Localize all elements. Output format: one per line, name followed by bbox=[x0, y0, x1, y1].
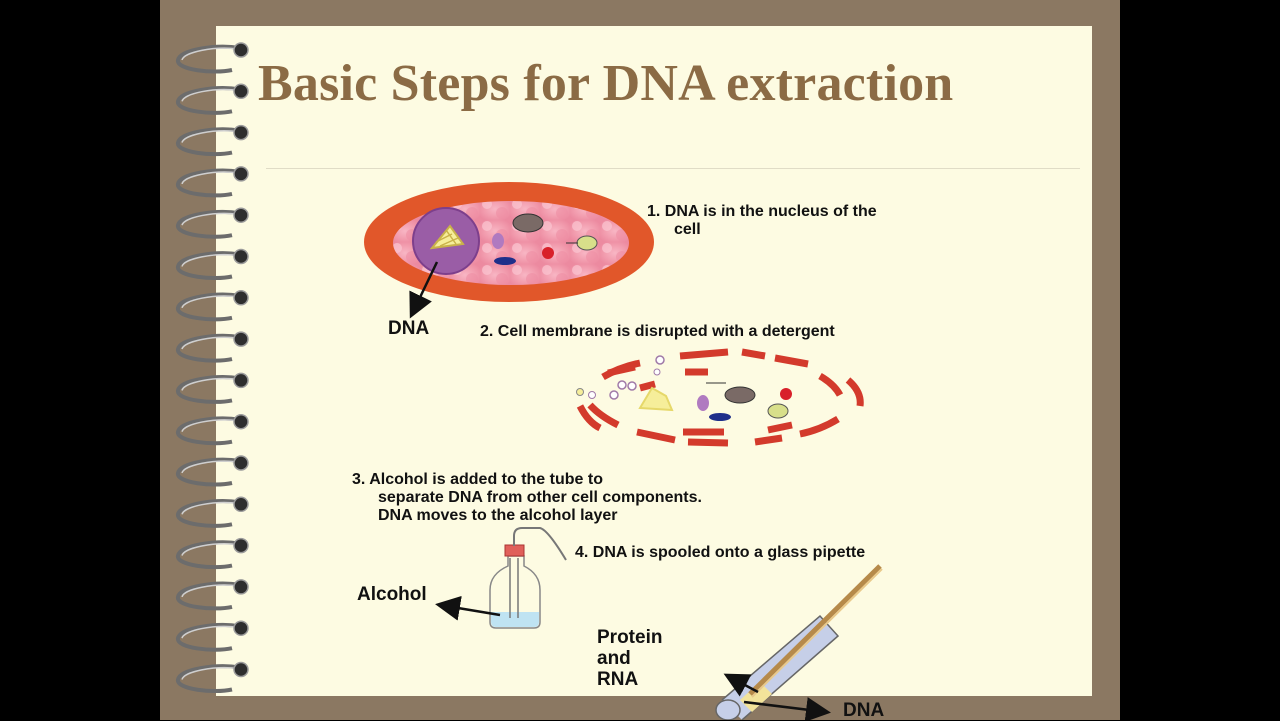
spiral-ring-highlight bbox=[181, 377, 239, 391]
dna-label-cell: DNA bbox=[388, 318, 430, 339]
step-3-line-3: DNA moves to the alcohol layer bbox=[378, 507, 618, 524]
step-1-text: 1. DNA is in the nucleus of the cell bbox=[647, 203, 877, 239]
disrupted-cell bbox=[576, 348, 864, 447]
binding-hole bbox=[233, 124, 249, 141]
binding-hole bbox=[233, 496, 249, 513]
spiral-ring-highlight bbox=[181, 212, 239, 226]
spiral-ring-highlight bbox=[181, 88, 239, 102]
spiral-ring-highlight bbox=[181, 130, 239, 144]
binding-hole bbox=[233, 579, 249, 595]
binding-hole bbox=[233, 455, 249, 471]
cell-debris bbox=[576, 355, 792, 421]
binding-hole bbox=[233, 83, 249, 100]
spiral-ring bbox=[176, 416, 241, 446]
spiral-ring bbox=[176, 209, 241, 239]
binding-hole bbox=[233, 331, 249, 347]
spiral-ring-highlight bbox=[181, 336, 239, 350]
spiral-ring bbox=[176, 251, 241, 281]
step-4-text: 4. DNA is spooled onto a glass pipette bbox=[575, 544, 866, 561]
step-2-text: 2. Cell membrane is disrupted with a det… bbox=[480, 323, 835, 340]
spiral-ring bbox=[176, 292, 241, 322]
spiral-ring-highlight bbox=[181, 295, 239, 309]
spiral-ring bbox=[176, 499, 241, 528]
binding-hole bbox=[233, 372, 249, 389]
binding-hole bbox=[233, 661, 249, 678]
slide-title: Basic Steps for DNA extraction bbox=[258, 55, 954, 112]
binding-hole bbox=[233, 290, 249, 306]
spiral-ring-highlight bbox=[181, 419, 239, 433]
step-3-text: 3. Alcohol is added to the tube to separ… bbox=[352, 471, 702, 525]
spiral-ring bbox=[176, 622, 241, 652]
notebook-page bbox=[216, 26, 1092, 696]
spiral-ring bbox=[176, 333, 241, 363]
dna-label-tube: DNA bbox=[843, 700, 885, 721]
spiral-ring bbox=[176, 375, 241, 404]
spiral-ring bbox=[176, 581, 241, 611]
rna-word: RNA bbox=[597, 669, 639, 690]
spiral-ring bbox=[176, 168, 241, 198]
spiral-ring-highlight bbox=[181, 171, 239, 185]
spiral-ring bbox=[176, 457, 241, 487]
alcohol-label: Alcohol bbox=[357, 584, 427, 605]
test-tube-with-pipette bbox=[715, 564, 883, 720]
binding-hole bbox=[233, 42, 249, 58]
binding-hole bbox=[233, 537, 249, 554]
step-3-line-2: separate DNA from other cell components. bbox=[378, 489, 702, 506]
spiral-ring-highlight bbox=[181, 501, 239, 515]
wash-bottle bbox=[435, 527, 567, 629]
spiral-ring-highlight bbox=[181, 625, 239, 639]
spiral-ring-highlight bbox=[181, 47, 239, 61]
binding-hole bbox=[233, 207, 249, 223]
spiral-ring-highlight bbox=[181, 667, 239, 680]
title-divider bbox=[266, 168, 1080, 169]
spiral-ring-highlight bbox=[181, 254, 239, 267]
protein-rna-label: Protein and RNA bbox=[597, 627, 662, 690]
step-1-line-1: 1. DNA is in the nucleus of the bbox=[647, 203, 877, 220]
spiral-ring bbox=[176, 127, 241, 157]
binding-hole bbox=[233, 620, 249, 636]
binding-hole bbox=[233, 166, 249, 182]
spiral-ring-highlight bbox=[181, 460, 239, 474]
step-1-line-2: cell bbox=[674, 221, 701, 238]
and-word: and bbox=[597, 648, 631, 669]
binding-hole bbox=[233, 413, 249, 430]
spiral-ring-highlight bbox=[181, 543, 239, 557]
intact-cell bbox=[364, 182, 654, 319]
protein-word: Protein bbox=[597, 627, 663, 648]
spiral-ring-highlight bbox=[181, 584, 239, 598]
spiral-ring bbox=[176, 540, 241, 570]
spiral-ring bbox=[176, 86, 241, 115]
spiral-ring bbox=[176, 44, 241, 74]
binding-hole bbox=[233, 248, 249, 265]
step-3-line-1: 3. Alcohol is added to the tube to bbox=[352, 471, 603, 488]
spiral-ring bbox=[176, 664, 241, 694]
